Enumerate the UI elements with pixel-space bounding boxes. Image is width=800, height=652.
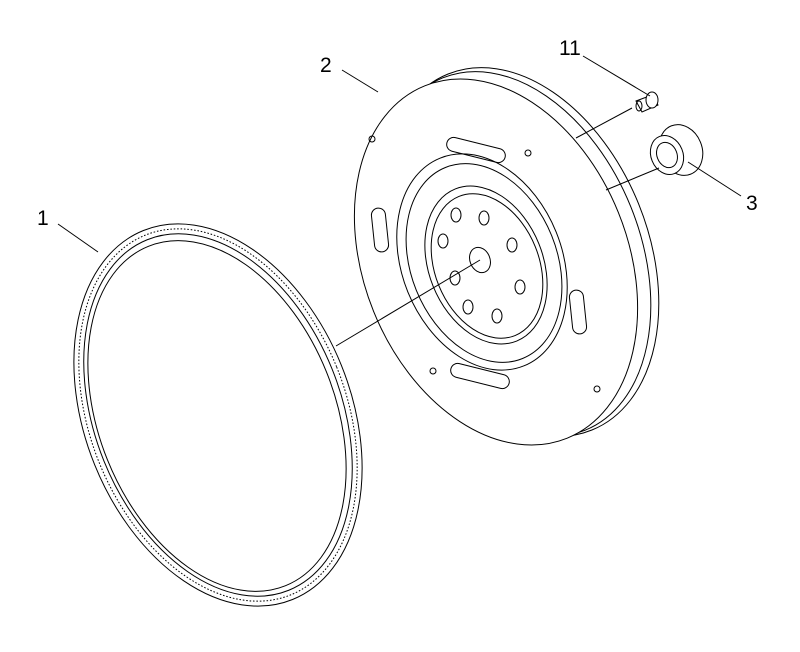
- callout-flywheel: 2: [320, 54, 332, 77]
- bolt-part: [635, 91, 659, 113]
- callout-bolt: 11: [559, 37, 581, 60]
- flywheel-part: [353, 67, 660, 446]
- callout-bushing: 3: [746, 192, 758, 215]
- callout-ring-gear: 1: [37, 207, 49, 230]
- ring-gear-part: [73, 223, 363, 607]
- leader-lines: [57, 55, 742, 347]
- bushing-part: [649, 124, 704, 176]
